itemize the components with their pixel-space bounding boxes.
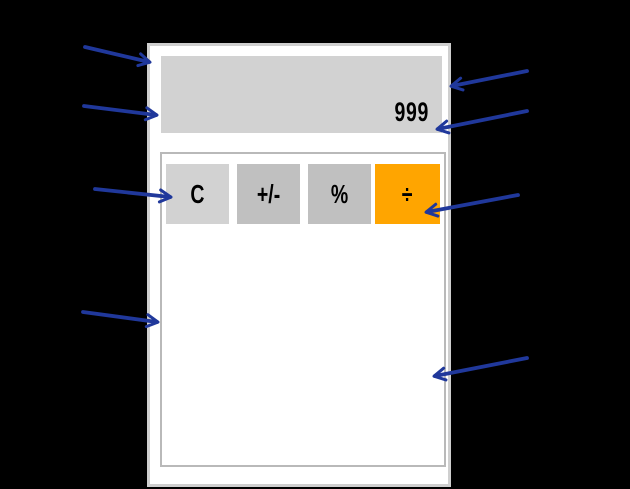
arrow-to-window-right — [449, 69, 529, 92]
divide-button-label: ÷ — [402, 179, 413, 209]
calculator-button-divide[interactable]: ÷ — [375, 164, 440, 224]
calculator-window: 999 C +/- % ÷ — [147, 43, 451, 487]
arrow-to-window-top-left — [83, 45, 152, 68]
display-value: 999 — [394, 97, 429, 127]
calculator-button-percent[interactable]: % — [308, 164, 371, 224]
button-panel: C +/- % ÷ — [160, 152, 446, 467]
clear-button-label: C — [190, 179, 205, 209]
calculator-button-clear[interactable]: C — [166, 164, 229, 224]
arrow-to-display-left — [82, 104, 159, 122]
arrow-to-display-bottom-right — [435, 109, 529, 135]
percent-button-label: % — [330, 179, 349, 209]
plus-minus-button-label: +/- — [256, 179, 281, 209]
arrow-to-button-panel-left — [81, 310, 160, 329]
calculator-button-plus-minus[interactable]: +/- — [237, 164, 300, 224]
calculator-display: 999 — [161, 56, 442, 133]
